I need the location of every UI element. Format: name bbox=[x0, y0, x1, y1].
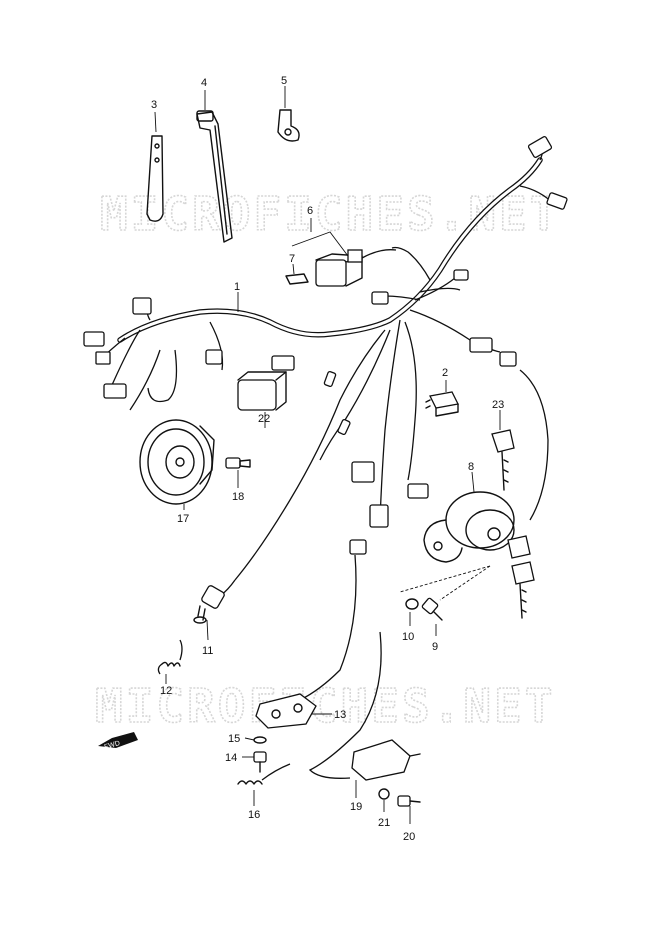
callout-1: 1 bbox=[234, 281, 240, 293]
callout-17: 17 bbox=[177, 513, 189, 525]
callout-19: 19 bbox=[350, 801, 362, 813]
part-22-relay[interactable] bbox=[237, 371, 287, 411]
part-13-sensor[interactable] bbox=[255, 554, 357, 729]
part-11-switch[interactable] bbox=[193, 579, 236, 624]
part-7-fuse-clip[interactable] bbox=[285, 273, 309, 285]
callout-18: 18 bbox=[232, 491, 244, 503]
callout-11: 11 bbox=[202, 645, 213, 657]
part-8-ignition-switch[interactable] bbox=[423, 491, 515, 563]
part-12-spring[interactable] bbox=[157, 639, 183, 675]
callout-labels: 3 4 5 6 7 1 2 23 8 22 18 17 11 12 10 9 1… bbox=[151, 75, 504, 843]
callout-14: 14 bbox=[225, 752, 237, 764]
fwd-label: FWD bbox=[104, 740, 121, 751]
callout-10: 10 bbox=[402, 631, 414, 643]
callout-2: 2 bbox=[442, 367, 448, 379]
callout-15: 15 bbox=[228, 733, 240, 745]
part-9-screw[interactable] bbox=[421, 597, 443, 621]
part-17-horn[interactable] bbox=[139, 419, 215, 505]
part-6-relay[interactable] bbox=[315, 249, 397, 287]
callout-13: 13 bbox=[334, 709, 346, 721]
callout-9: 9 bbox=[432, 641, 438, 653]
part-1-main-harness[interactable] bbox=[99, 139, 556, 581]
part-14-bolt[interactable] bbox=[253, 751, 267, 773]
part-3-clamp[interactable] bbox=[146, 135, 164, 222]
part-10-washer[interactable] bbox=[405, 598, 419, 610]
part-15-washer[interactable] bbox=[253, 736, 267, 744]
fwd-arrow-icon: FWD bbox=[98, 732, 138, 751]
part-23-key[interactable] bbox=[491, 429, 515, 491]
part-18-bolt[interactable] bbox=[225, 457, 251, 469]
part-4-band[interactable] bbox=[196, 110, 233, 243]
callout-8: 8 bbox=[468, 461, 474, 473]
callout-16: 16 bbox=[248, 809, 260, 821]
callout-6: 6 bbox=[307, 205, 313, 217]
callout-20: 20 bbox=[403, 831, 415, 843]
callout-23: 23 bbox=[492, 399, 504, 411]
part-16-spring[interactable] bbox=[237, 763, 291, 785]
callout-3: 3 bbox=[151, 99, 157, 111]
watermark-bottom: MICROFICHES.NET bbox=[95, 679, 555, 733]
callout-7: 7 bbox=[289, 253, 295, 265]
part-21-washer[interactable] bbox=[378, 788, 390, 800]
callout-12: 12 bbox=[160, 685, 172, 697]
part-20-screw[interactable] bbox=[397, 795, 421, 807]
callout-4: 4 bbox=[201, 77, 207, 89]
part-19-switch[interactable] bbox=[308, 631, 421, 781]
harness-connectors bbox=[83, 136, 568, 555]
callout-21: 21 bbox=[378, 817, 390, 829]
ignition-keys bbox=[507, 535, 535, 619]
callout-5: 5 bbox=[281, 75, 287, 87]
part-5-bracket[interactable] bbox=[277, 109, 300, 142]
callout-22: 22 bbox=[258, 413, 270, 425]
callout-leaders bbox=[154, 86, 501, 824]
part-2-diode[interactable] bbox=[425, 391, 459, 417]
